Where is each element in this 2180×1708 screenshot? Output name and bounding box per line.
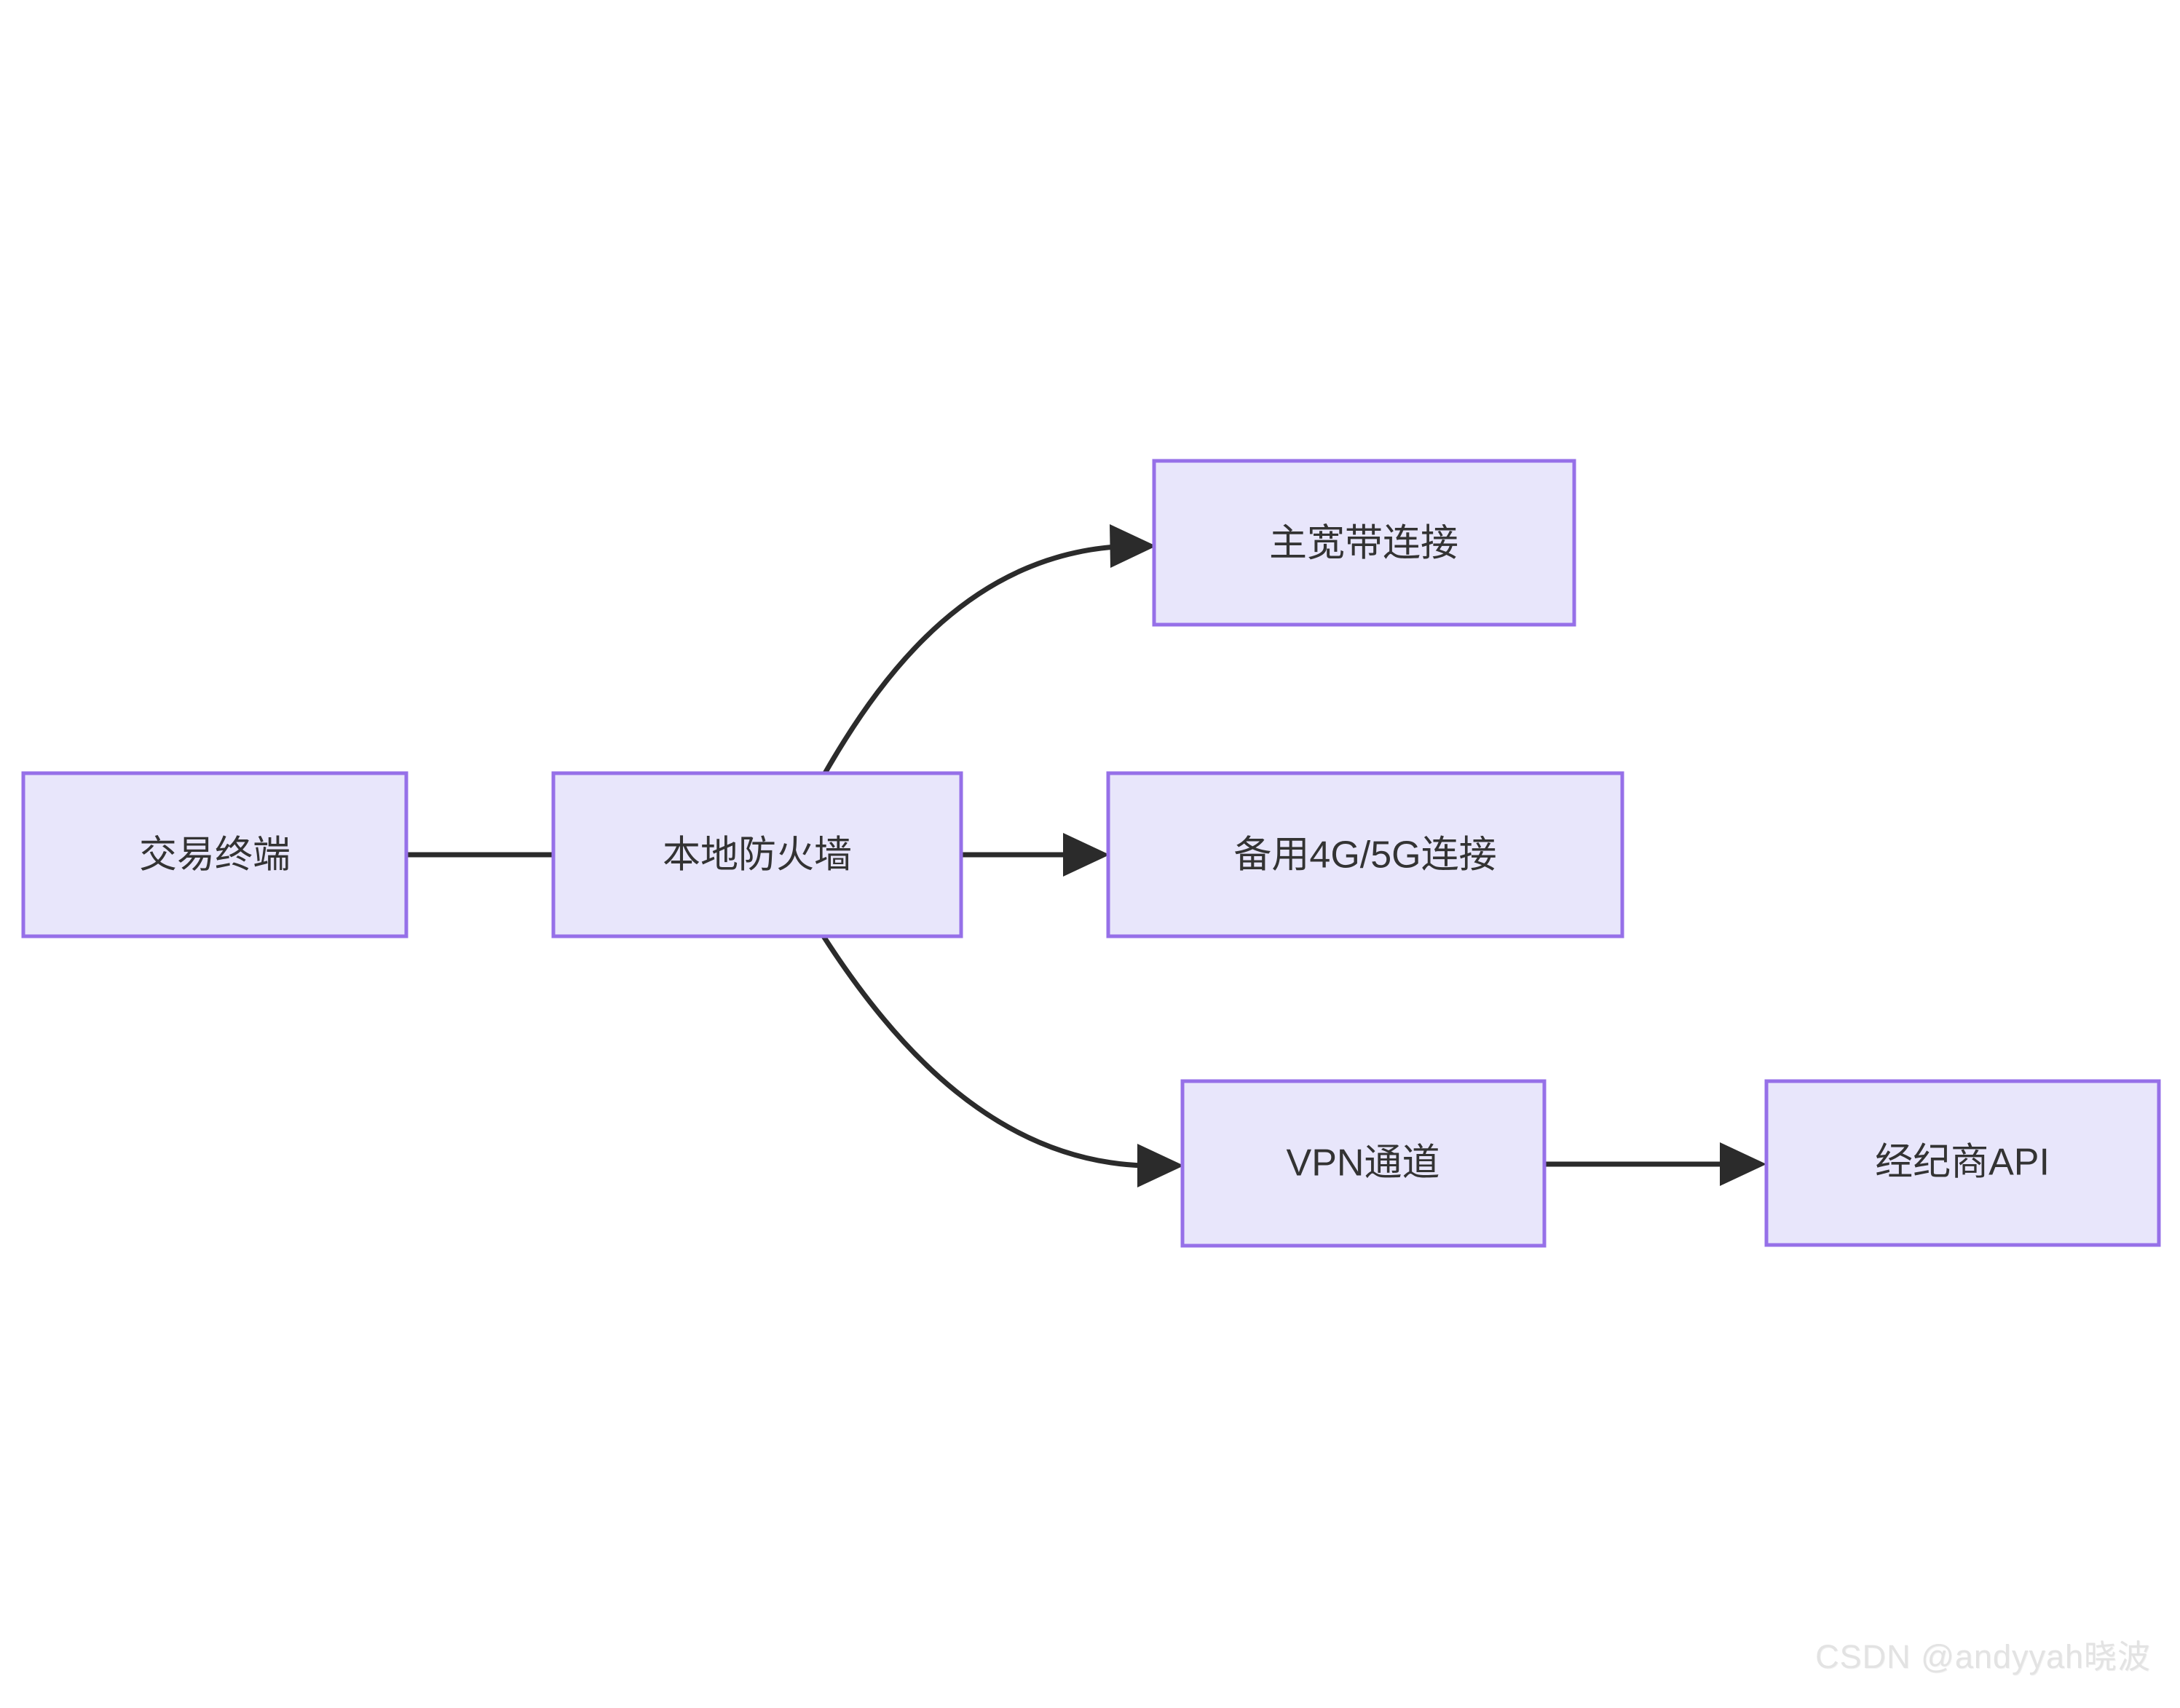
- arrow-head-icon: [1110, 524, 1156, 568]
- node-label-vpn-tunnel: VPN通道: [1287, 1142, 1440, 1185]
- edge-vpn-broker: [1544, 1142, 1766, 1186]
- node-label-broker-api: 经纪商API: [1875, 1142, 2050, 1184]
- node-broker-api[interactable]: 经纪商API: [1764, 1079, 2161, 1247]
- node-vpn-tunnel[interactable]: VPN通道: [1180, 1079, 1547, 1248]
- node-label-primary-broadband: 主宽带连接: [1269, 523, 1458, 565]
- node-local-firewall[interactable]: 本地防火墙: [551, 771, 963, 938]
- node-primary-broadband[interactable]: 主宽带连接: [1152, 459, 1576, 627]
- node-layer: 交易终端 本地防火墙 主宽带连接 备用4G/5G连接 VPN通道 经纪商API: [21, 459, 2161, 1248]
- node-box[interactable]: [1106, 771, 1624, 938]
- node-box[interactable]: [551, 771, 963, 938]
- arrow-head-icon: [1063, 833, 1110, 877]
- node-box[interactable]: [1152, 459, 1576, 627]
- node-box[interactable]: [21, 771, 408, 938]
- arrow-head-icon: [1720, 1142, 1766, 1186]
- node-box[interactable]: [1180, 1079, 1547, 1248]
- edge-firewall-broadband: [822, 524, 1156, 775]
- node-backup-4g-5g[interactable]: 备用4G/5G连接: [1106, 771, 1624, 938]
- node-box[interactable]: [1764, 1079, 2161, 1247]
- node-label-local-firewall: 本地防火墙: [663, 834, 852, 877]
- edge-firewall-vpn: [821, 935, 1184, 1187]
- arrow-head-icon: [1137, 1144, 1184, 1187]
- node-trading-terminal[interactable]: 交易终端: [21, 771, 408, 938]
- node-label-backup-4g-5g: 备用4G/5G连接: [1233, 834, 1496, 877]
- node-label-trading-terminal: 交易终端: [139, 834, 291, 877]
- edge-firewall-backup: [961, 833, 1110, 877]
- csdn-watermark: CSDN @andyyah晓波: [1815, 1638, 2151, 1675]
